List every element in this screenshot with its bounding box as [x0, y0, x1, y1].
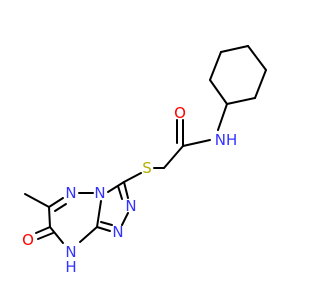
- bond-triazine-c6-c7: [48, 206, 51, 228]
- bond-cyclohexane-3: [226, 97, 256, 105]
- molecule-structure: NH O S N N N N N H O: [22, 45, 267, 276]
- bond-cyclohexane-5: [209, 51, 222, 81]
- bond-triazole-n2-n1: [121, 212, 129, 226]
- bond-methyl: [24, 193, 50, 208]
- bond-triazole-c3-n2-1: [123, 181, 129, 199]
- atom-ring-nh: N: [65, 243, 76, 261]
- bond-triazine-nh-c8a: [79, 226, 98, 243]
- bond-triazole-c3-n2-2: [117, 185, 123, 200]
- bond-cyclohexane-4: [209, 79, 228, 105]
- bond-cyclohexane-1: [247, 45, 267, 71]
- bond-cyclohexane-6: [220, 45, 249, 53]
- atom-amide-n: NH: [215, 131, 238, 149]
- bond-carbonyl-ch2: [163, 145, 184, 169]
- bond-triazine-n5-c6-1: [48, 197, 64, 208]
- atom-amide-n-h: H: [226, 131, 237, 149]
- bonds: [24, 45, 267, 244]
- atom-ring-nh-symbol: N: [65, 243, 76, 261]
- atom-ring-n-bridge: N: [94, 184, 105, 202]
- bond-triazole-c3-n4: [107, 181, 125, 193]
- atom-ring-n-left-top: N: [65, 184, 76, 202]
- bond-triazole-c8a-n4: [96, 200, 102, 228]
- atom-amide-n-symbol: N: [215, 131, 226, 149]
- atom-ring-nh-h: H: [65, 258, 76, 276]
- bond-s-triazole: [123, 172, 142, 183]
- atom-thioether-s: S: [142, 159, 152, 177]
- bond-triazine-n5-c6-2: [54, 203, 67, 212]
- bond-keto-o-1: [35, 226, 51, 234]
- bond-triazole-n1-c8a-1: [96, 226, 111, 232]
- bond-keto-o-2: [37, 232, 54, 240]
- bond-nh-carbonyl: [182, 139, 211, 147]
- atom-carbonyl-o: O: [174, 104, 186, 122]
- atom-ring-n-right-bottom: N: [112, 223, 123, 241]
- bond-triazole-n1-c8a-2: [100, 221, 113, 226]
- atom-keto-o: O: [22, 231, 34, 249]
- bond-cyclohexane-2: [254, 69, 267, 99]
- atom-ring-n-right-top: N: [125, 197, 136, 215]
- bond-triazine-c7-nh: [49, 226, 64, 244]
- bond-cyclohexyl-nh: [217, 103, 228, 131]
- atom-labels: NH O S N N N N N H O: [22, 104, 237, 276]
